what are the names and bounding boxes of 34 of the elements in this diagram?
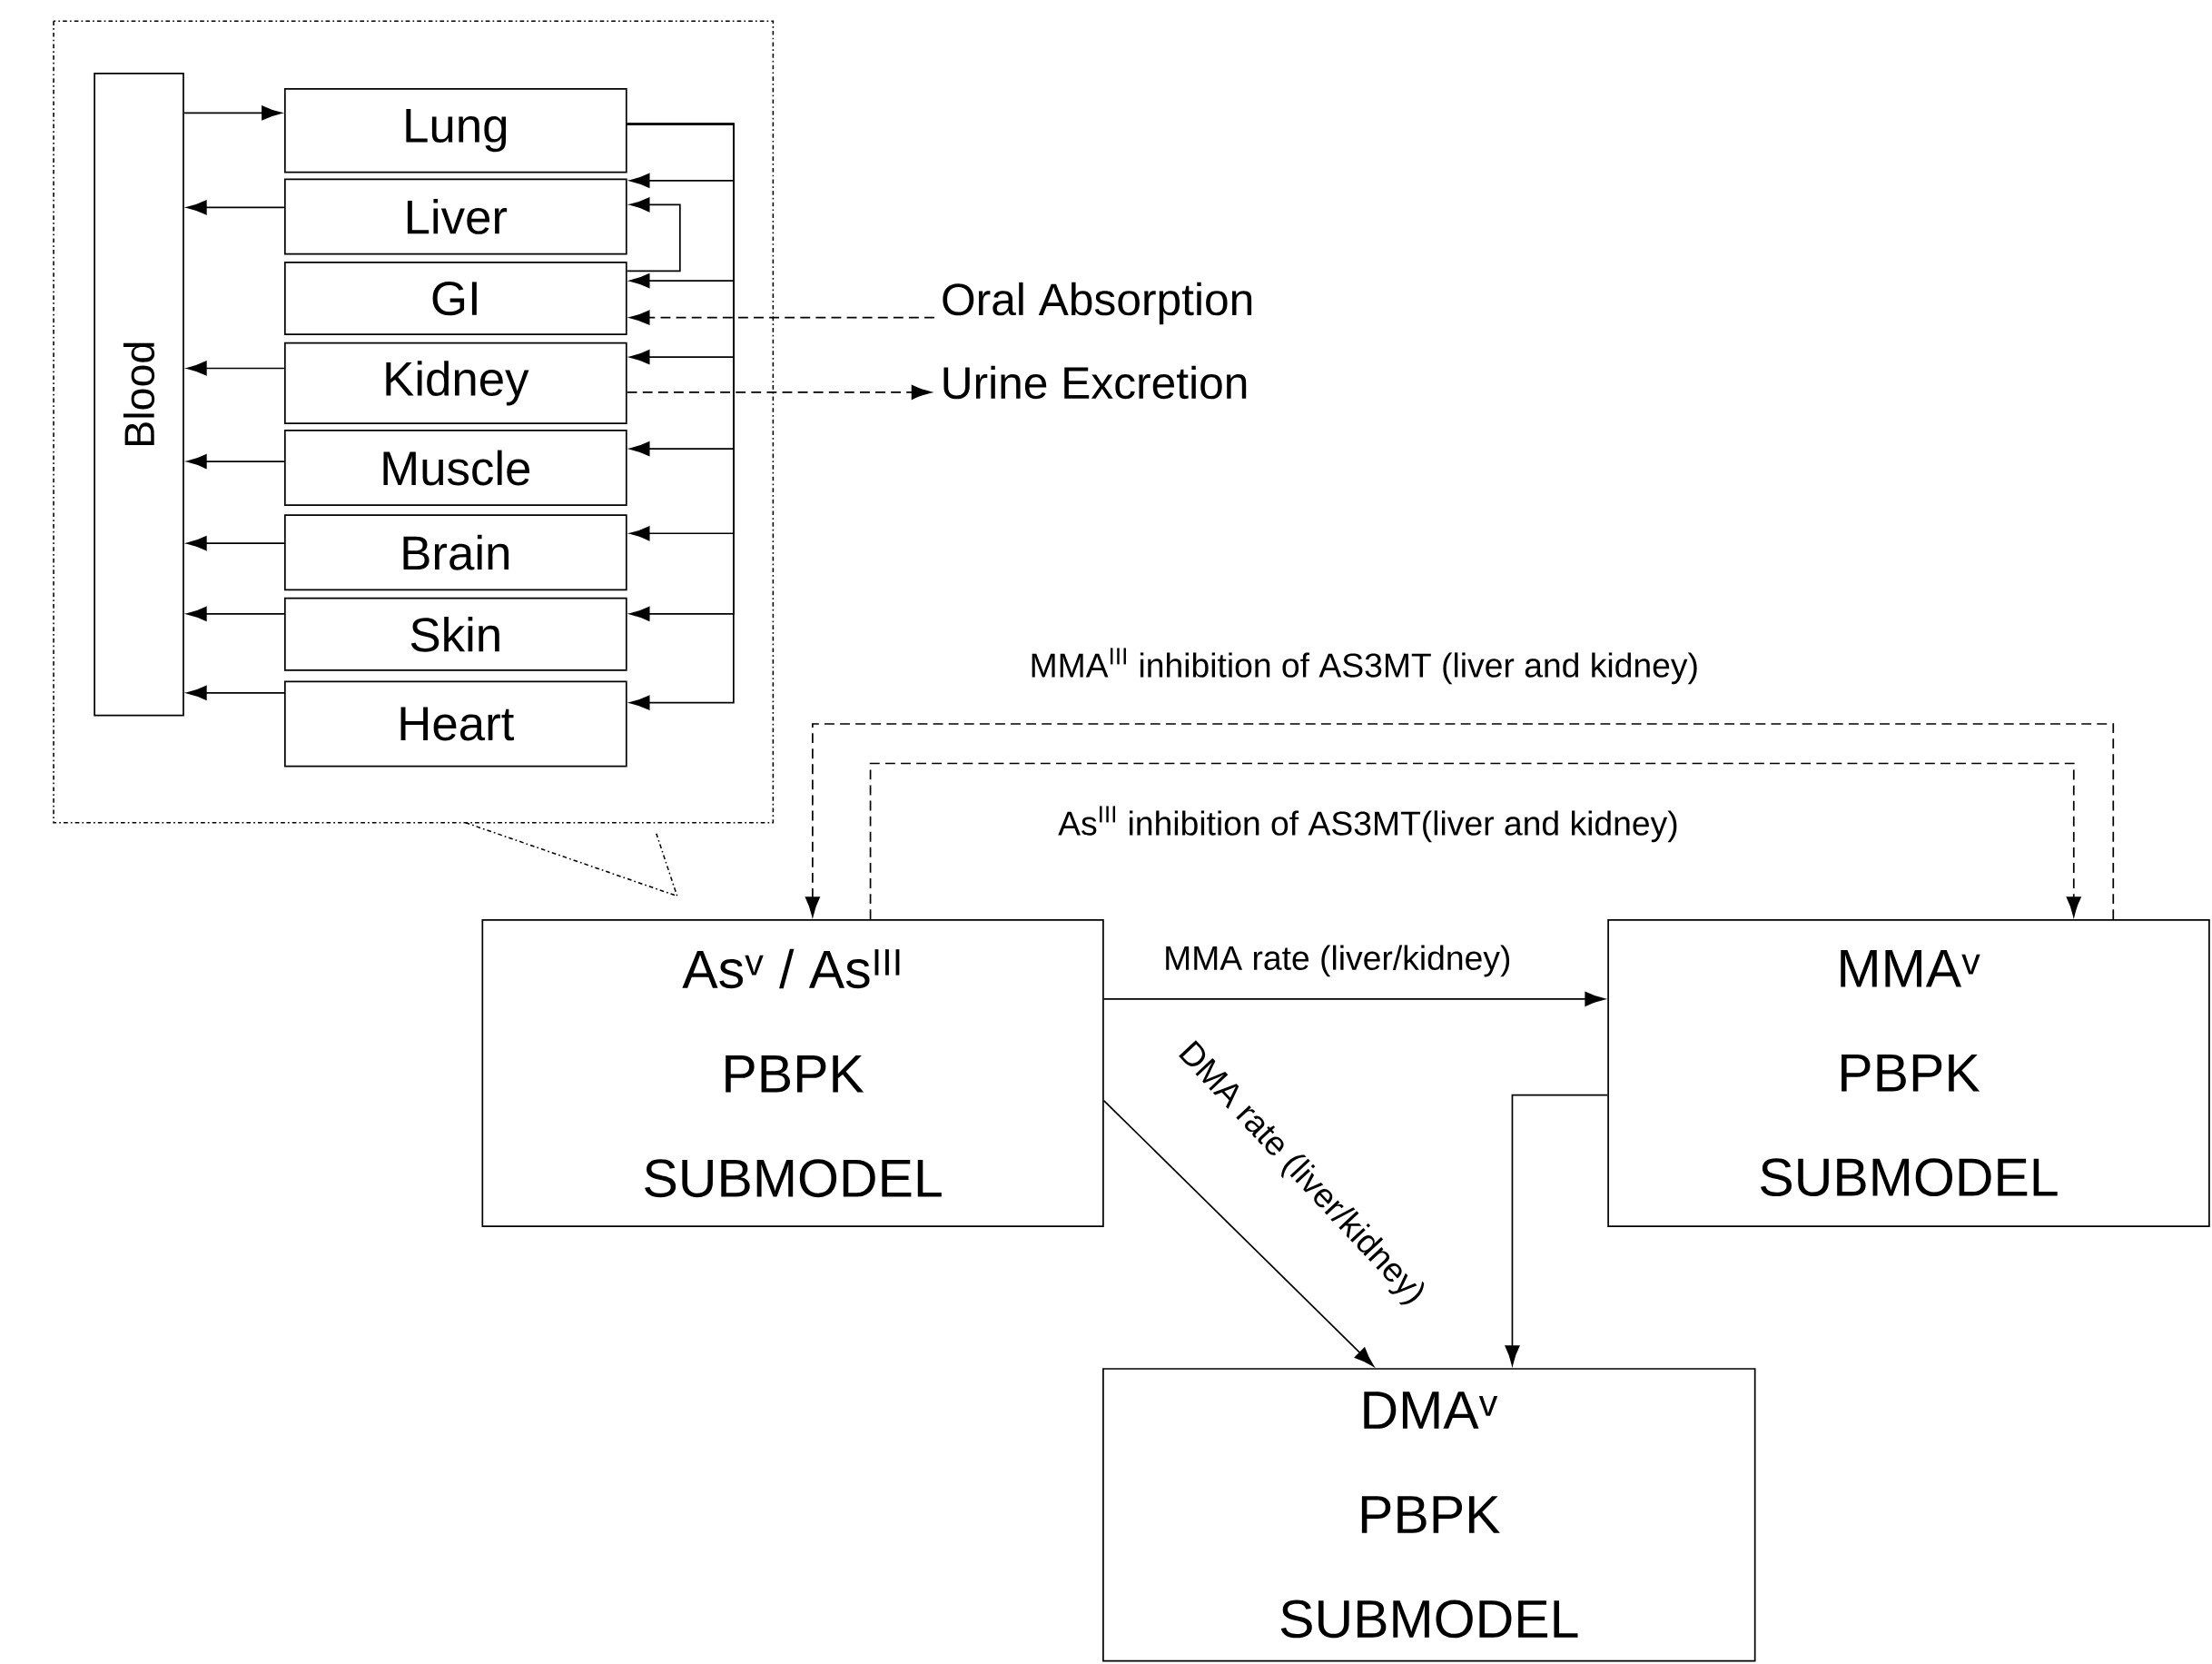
- arrow: [1505, 1094, 1609, 1366]
- arrow: [186, 607, 285, 621]
- arrow: [1102, 1100, 1374, 1367]
- submodel-box: MMA$^{v}$ PBPK SUBMODEL: [1607, 919, 2210, 1228]
- organ-box: Heart: [283, 680, 627, 768]
- arrow: [186, 536, 285, 551]
- organ-box: GI: [283, 262, 627, 336]
- text-label: Oral Absorption: [943, 282, 1252, 325]
- arrow: [186, 361, 285, 376]
- organ-box: Lung: [283, 88, 627, 173]
- arrow: [186, 686, 285, 700]
- arrow: [626, 197, 681, 272]
- submodel-box: As$^{v}$ / As$^{III}$ PBPK SUBMODEL: [481, 919, 1104, 1228]
- arrow: [186, 200, 285, 215]
- arrow: [626, 124, 735, 710]
- dashed-arrow: [869, 762, 2081, 921]
- callout-frame: [53, 20, 775, 897]
- text-label: Urine Excretion: [943, 365, 1247, 400]
- organ-box: Kidney: [283, 342, 627, 425]
- arrow: [186, 454, 285, 470]
- organ-box: Muscle: [283, 430, 627, 507]
- arrow: [1102, 992, 1605, 1007]
- edge-label: MMA rate (liver/kidney): [1160, 942, 1515, 980]
- organ-box: Skin: [283, 598, 627, 671]
- dashed-arrow: [805, 723, 2115, 921]
- dashed-arrow: [629, 310, 935, 325]
- edge-label: MMA$^{III}$ inhibition of AS3MT (liver and kidney): [1026, 645, 1703, 688]
- submodel-box: DMA$^{v}$ PBPK SUBMODEL: [1102, 1368, 1756, 1662]
- organ-box: Liver: [283, 178, 627, 255]
- organ-box: Brain: [283, 514, 627, 591]
- arrow: [183, 105, 281, 121]
- edge-label: As$^{III}$ inhibition of AS3MT(liver and kidney): [1055, 803, 1682, 846]
- blood-box: Blood: [94, 73, 184, 717]
- dashed-arrow: [626, 385, 932, 401]
